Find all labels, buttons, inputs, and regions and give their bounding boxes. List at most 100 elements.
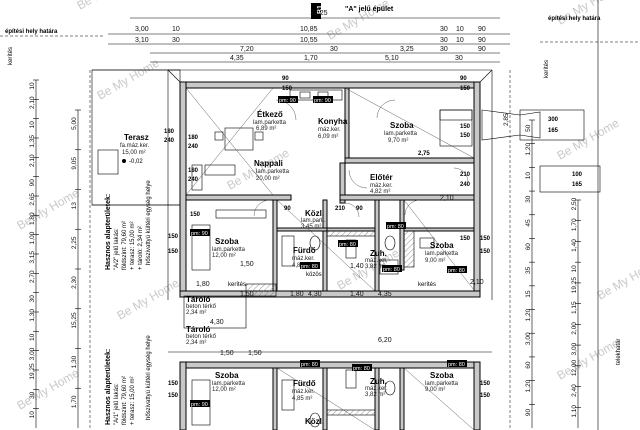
room-area: 15,00 m² [122,150,146,156]
dim: 1,40 [350,263,364,270]
room-name: Szoba [430,241,454,250]
room-area: 2,34 m² [186,340,206,346]
dim: 19,25 [29,363,36,380]
storage-units: Tároló beton térkő 2,34 m² Tároló beton … [183,272,322,346]
dim: 150 [480,393,491,399]
summary-sub: "A/1" jelű lakás: [114,383,120,425]
dim: 30 [29,391,36,399]
room-finish: lam.park. [301,218,326,224]
right-dimension-chain: 501,201030456035151,203,00601,20902,501,… [525,119,581,428]
door-code: pm: 90 [314,98,331,104]
room-area: 20,00 m² [256,176,280,182]
dim: 10 [29,121,36,129]
door-code: pm: 80 [383,267,400,273]
dim: 1,30 [29,309,36,322]
door-code: pm: 80 [353,366,370,372]
dim: 7,20 [240,46,254,53]
dim: 30 [29,295,36,303]
dim: 10 [29,333,36,341]
dim: 210 [460,172,471,178]
dim: 10,85 [300,26,318,33]
dim: 180 [164,129,175,135]
room-finish: lam.parketta [256,169,290,175]
summary-heading: Hasznos alapterületek: [105,194,112,270]
dim: 10 [456,37,464,44]
dim: 150 [460,236,471,242]
building-limit-label-right: építési hely határa [548,16,601,22]
parking-width: 300 [548,117,559,123]
room-finish: lam.parketta [384,131,418,137]
room-finish: máz.ker. [292,256,315,262]
dim: 3,10 [135,37,149,44]
terrace: Terasz fa.máz.ker. 15,00 m² -0,02 180 24… [91,69,181,206]
dim: 10 [29,411,36,419]
room-name: Előtér [370,173,393,182]
dim: 1,70 [304,55,318,62]
dim: 2,30 [71,276,78,289]
parking-dim: 2,85 [503,113,510,126]
dim: 1,40 [571,239,578,252]
dim: 90 [525,409,532,417]
dim: 2,75 [418,151,430,157]
room-finish: máz.ker. [365,258,388,264]
dim: 4,35 [230,55,244,62]
dim: 60 [525,243,532,251]
room-area: 3,82 m² [365,264,385,270]
watermark: Be My Home [75,0,142,13]
dim: 30 [440,37,448,44]
room-area: 9,00 m² [425,258,445,264]
room-area: 6,89 m² [256,126,276,132]
room-name: Szoba [430,371,454,380]
dim: 180 [188,168,199,174]
door-code: pm: 80 [387,224,404,230]
room-finish: beton térkő [186,304,217,310]
watermark: Be My Home [95,56,162,103]
room-area: 12,00 m² [212,253,236,259]
dim: 10 [172,26,180,33]
room-name: Szoba [215,371,239,380]
dim: 90 [29,179,36,187]
dim: 240 [188,177,199,183]
room-finish: fa.máz.ker. [120,143,150,149]
dim: 45 [525,219,532,227]
door-code: pm: 90 [191,231,208,237]
dim: 90 [460,76,467,82]
dim: 35 [525,266,532,274]
dim: 1,30 [71,355,78,368]
dim: 90 [478,37,486,44]
dim: 3,00 [525,332,532,345]
dim: 13 [71,202,78,210]
dim: 3,00 [29,347,36,360]
room-finish: lam.parketta [253,120,287,126]
fence-label-left: kerítés [8,47,14,65]
parking-height: 165 [572,182,583,188]
dim: 150 [168,234,179,240]
fence-label-right: kerítés [544,60,550,78]
dim: 3,00 [135,26,149,33]
dim: 1,00 [29,231,36,244]
summary-line: földszint: 79,60 m² [122,376,128,425]
door-code: pm: 90 [191,402,208,408]
room-finish: lam.parketta [425,251,459,257]
dim: 2,10 [29,96,36,109]
watermark: Be My Home [595,256,640,303]
parking-spot: 300 165 100 165 2,85 [481,109,601,193]
room-name: Szoba [215,237,239,246]
room-finish: máz.ker. [318,127,341,133]
dim: 150 [168,393,179,399]
unit-a2: Étkező lam.parketta 6,89 m² Konyha máz.k… [167,69,493,300]
top-dimensions: 12,25 3,00 10 10,85 30 10 90 3,10 30 10,… [108,10,510,63]
door-code: pm: 80 [301,264,318,270]
dim: 90 [356,206,363,212]
dim: 10 [29,82,36,90]
dim: 10 [525,172,532,180]
door-code: pm: 90 [279,98,296,104]
room-name: Szoba [390,121,414,130]
room-finish: lam.parketta [212,381,246,387]
parking-height: 165 [548,128,559,134]
dim: 150 [168,381,179,387]
section-marker-box [311,3,321,19]
dim: 1,20 [525,379,532,392]
room-area: 3,82 m² [365,392,385,398]
dim: 1,15 [571,301,578,314]
